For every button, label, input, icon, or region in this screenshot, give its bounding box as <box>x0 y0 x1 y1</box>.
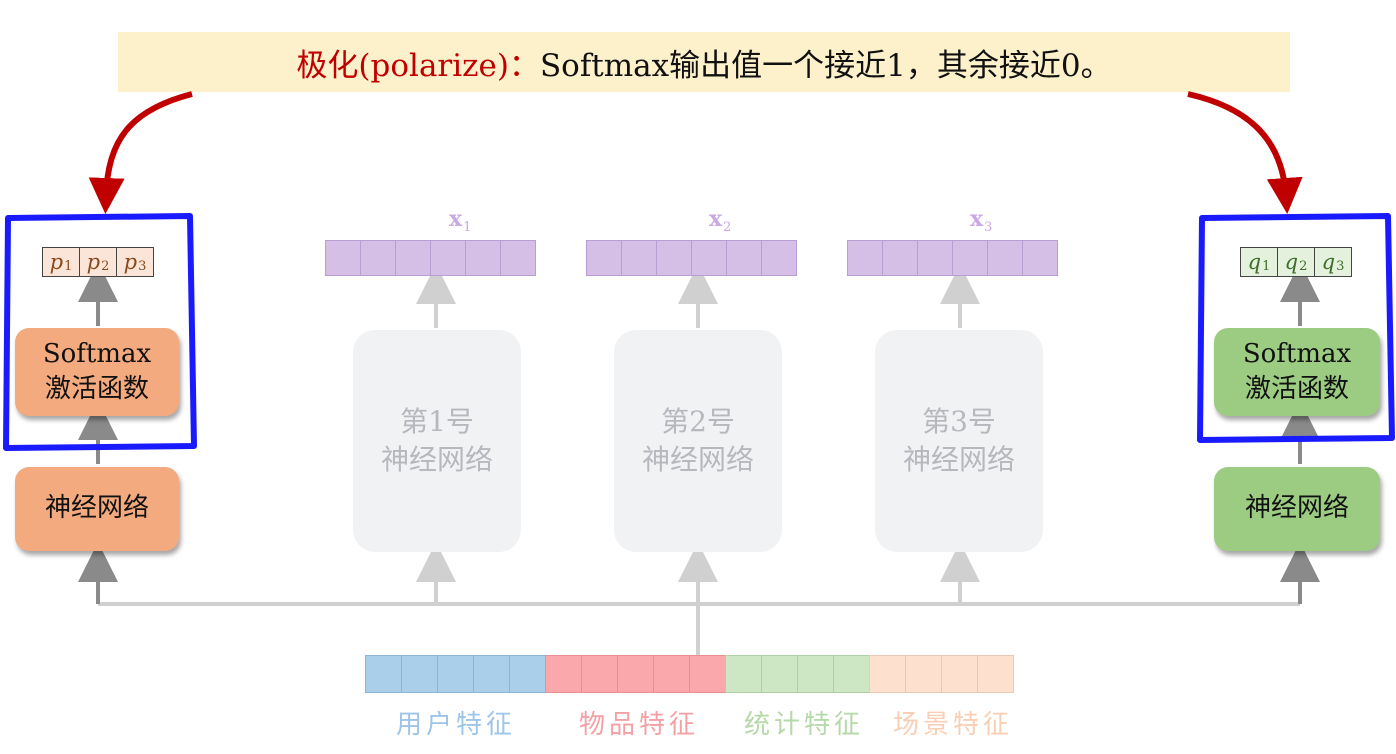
right-softmax-label: Softmax <box>1242 338 1352 369</box>
expert1-vector <box>325 240 536 276</box>
expert3-subtitle: 神经网络 <box>902 443 1015 476</box>
expert3-title: 第3号 <box>922 405 996 439</box>
polarize-banner: 极化(polarize)： Softmax输出值一个接近1，其余接近0。 <box>118 32 1290 92</box>
expert3-box: 第3号 神经网络 <box>875 330 1043 552</box>
expert3-vector <box>847 240 1058 276</box>
expert2-vector-label: x2 <box>709 206 732 236</box>
left-network-label: 神经网络 <box>44 493 149 524</box>
feature-label-stat: 统计特征 <box>744 710 865 740</box>
expert2-subtitle: 神经网络 <box>641 443 754 476</box>
expert1-vector-label: x1 <box>449 206 472 236</box>
banner-text: Softmax输出值一个接近1，其余接近0。 <box>539 47 1112 84</box>
expert2-box: 第2号 神经网络 <box>614 330 782 552</box>
feature-vector <box>365 655 1014 693</box>
expert1-box: 第1号 神经网络 <box>353 330 521 552</box>
right-network-label: 神经网络 <box>1244 493 1349 524</box>
expert1-subtitle: 神经网络 <box>380 443 493 476</box>
left-softmax-box: Softmax 激活函数 <box>15 328 179 416</box>
right-curved-arrow <box>1187 91 1303 214</box>
expert2-title: 第2号 <box>661 405 735 439</box>
banner-highlight: 极化(polarize)： <box>296 47 540 84</box>
feature-label-user: 用户特征 <box>396 710 517 740</box>
right-softmax-box: Softmax 激活函数 <box>1214 328 1380 416</box>
left-curved-arrow <box>88 91 193 214</box>
right-highlight-box <box>1197 213 1395 443</box>
expert2-vector <box>586 240 797 276</box>
expert3-vector-label: x3 <box>970 206 993 236</box>
feature-label-scene: 场景特征 <box>893 710 1014 740</box>
left-highlight-box <box>3 213 197 451</box>
right-network-box: 神经网络 <box>1214 467 1380 551</box>
expert1-title: 第1号 <box>400 405 474 439</box>
left-network-box: 神经网络 <box>15 467 179 551</box>
feature-label-item: 物品特征 <box>579 710 700 740</box>
left-activation-label: 激活函数 <box>44 374 149 404</box>
left-softmax-label: Softmax <box>42 338 152 369</box>
right-activation-label: 激活函数 <box>1244 374 1349 404</box>
